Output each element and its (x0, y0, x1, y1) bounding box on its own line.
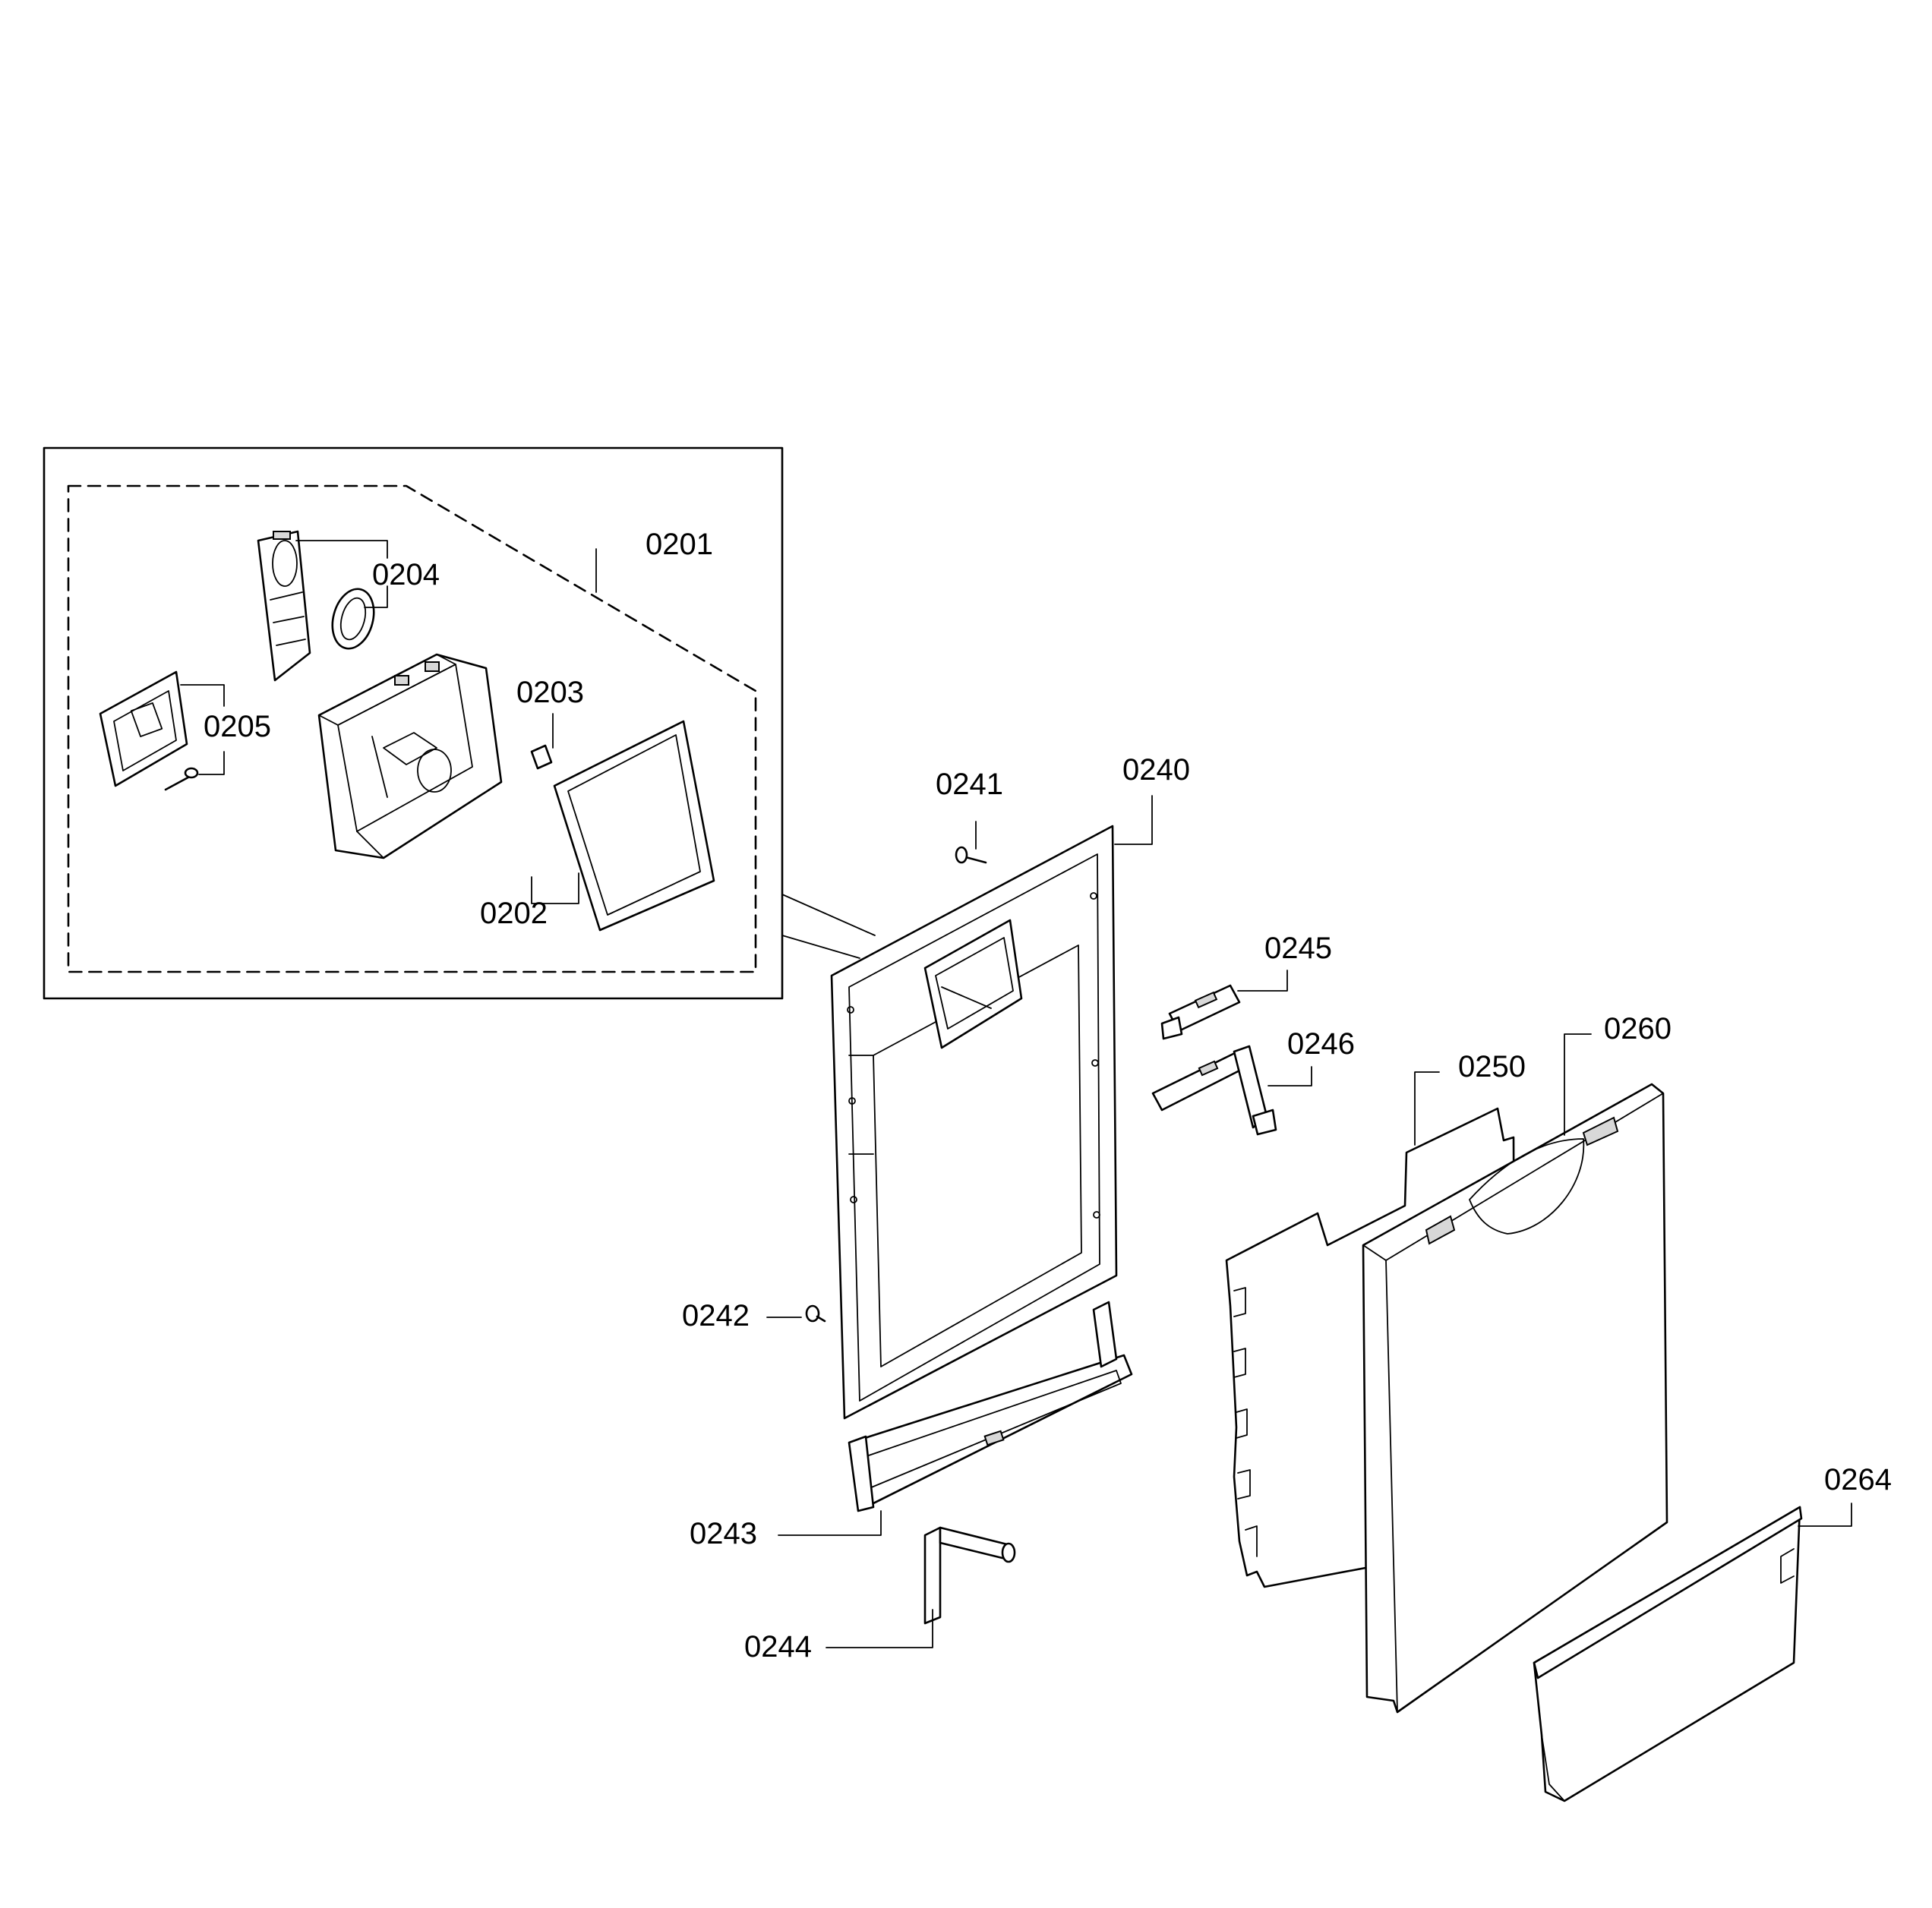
label-0244: 0244 (744, 1630, 812, 1664)
part-0204-gasket (331, 588, 375, 650)
part-0204-cover-strip (257, 530, 311, 682)
inset-frame (43, 446, 784, 1000)
part-0240-inner-frame (830, 825, 1118, 1420)
label-0205: 0205 (204, 710, 271, 743)
part-0205-plate (99, 670, 188, 787)
part-0201-dispenser-body (317, 653, 503, 859)
label-0241: 0241 (936, 768, 1003, 801)
part-0244-bracket (923, 1526, 1016, 1625)
label-0202: 0202 (480, 897, 548, 930)
part-0246-hinge-lever (1151, 1045, 1277, 1136)
inset-pointer-line-upper (781, 894, 876, 936)
part-0242-screw (805, 1304, 826, 1323)
part-labels: 0201 0202 0203 0204 0205 0240 0241 0242 … (204, 528, 1892, 1664)
label-0240: 0240 (1122, 753, 1190, 787)
part-0260-front-panel (1362, 1083, 1668, 1714)
part-0241-screw (955, 846, 987, 864)
leader-lines (180, 540, 1852, 1648)
detail-inset (43, 446, 876, 1000)
label-0250: 0250 (1458, 1050, 1526, 1083)
inset-dashed-outline (67, 484, 757, 973)
label-0245: 0245 (1264, 932, 1332, 965)
label-0201: 0201 (646, 528, 713, 561)
part-0202-seal-frame (553, 720, 715, 932)
label-0260: 0260 (1604, 1012, 1672, 1045)
part-0243-bottom-rail (848, 1301, 1133, 1512)
label-0243: 0243 (690, 1517, 757, 1550)
inset-pointer-line-lower (781, 935, 860, 959)
part-0203-clip (530, 744, 553, 770)
label-0204: 0204 (372, 558, 440, 591)
part-0245-hinge-clip (1160, 984, 1241, 1040)
label-0203: 0203 (516, 676, 584, 709)
part-0205-pin (164, 767, 199, 791)
label-0242: 0242 (682, 1299, 750, 1332)
label-0246: 0246 (1287, 1027, 1355, 1061)
part-0264-kick-plate (1533, 1506, 1803, 1802)
label-0264: 0264 (1824, 1463, 1892, 1496)
